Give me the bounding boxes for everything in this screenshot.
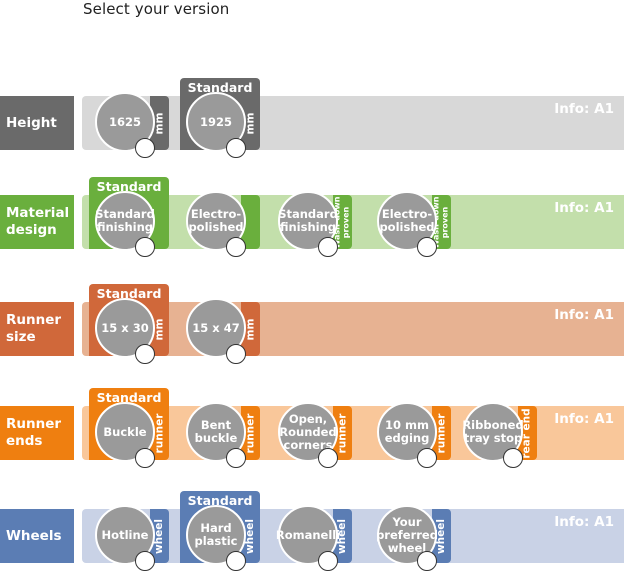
row-band — [82, 302, 624, 356]
unit-tab — [432, 509, 451, 563]
info-link[interactable]: Info: A1 — [554, 411, 614, 427]
select-radio-icon[interactable] — [318, 448, 338, 468]
select-radio-icon[interactable] — [226, 551, 246, 571]
option-disc[interactable]: 1925 — [186, 92, 246, 152]
row-label: Height — [0, 96, 74, 150]
unit-tab — [241, 406, 260, 460]
unit-tab — [241, 195, 260, 249]
option-disc[interactable]: 15 x 30 — [95, 298, 155, 358]
select-radio-icon[interactable] — [226, 448, 246, 468]
select-radio-icon[interactable] — [135, 448, 155, 468]
info-link[interactable]: Info: A1 — [554, 200, 614, 216]
standard-badge: Standard — [89, 177, 169, 197]
select-radio-icon[interactable] — [135, 138, 155, 158]
option-electro-polished[interactable]: Electro- polished — [180, 170, 260, 257]
select-radio-icon[interactable] — [417, 448, 437, 468]
unit-tab — [150, 509, 169, 563]
unit-tab — [241, 302, 260, 356]
page-title: Select your version — [83, 0, 230, 18]
select-radio-icon[interactable] — [503, 448, 523, 468]
row-label: Runner ends — [0, 406, 74, 460]
select-radio-icon[interactable] — [226, 138, 246, 158]
option-disc[interactable]: 1625 — [95, 92, 155, 152]
unit-tab — [518, 406, 537, 460]
select-radio-icon[interactable] — [135, 551, 155, 571]
select-radio-icon[interactable] — [318, 551, 338, 571]
unit-tab — [432, 406, 451, 460]
row-label: Material design — [0, 195, 74, 249]
standard-badge: Standard — [89, 388, 169, 408]
row-band — [82, 195, 624, 249]
unit-tab — [333, 509, 352, 563]
option-disc[interactable]: Bent buckle — [186, 402, 246, 462]
select-radio-icon[interactable] — [135, 344, 155, 364]
standard-badge: Standard — [180, 78, 260, 98]
info-link[interactable]: Info: A1 — [554, 514, 614, 530]
select-radio-icon[interactable] — [226, 237, 246, 257]
select-radio-icon[interactable] — [417, 551, 437, 571]
row-band — [82, 509, 624, 563]
info-link[interactable]: Info: A1 — [554, 307, 614, 323]
standard-badge: Standard — [89, 284, 169, 304]
row-label: Wheels — [0, 509, 74, 563]
unit-tab — [333, 195, 352, 249]
unit-tab — [150, 96, 169, 150]
option-disc[interactable]: Hard plastic — [186, 505, 246, 565]
standard-badge: Standard — [180, 491, 260, 511]
select-radio-icon[interactable] — [318, 237, 338, 257]
row-band — [82, 96, 624, 150]
select-radio-icon[interactable] — [417, 237, 437, 257]
select-radio-icon[interactable] — [135, 237, 155, 257]
option-disc[interactable]: 10 mm edging — [377, 402, 437, 462]
option-disc[interactable]: Standard finishing — [95, 191, 155, 251]
unit-tab — [333, 406, 352, 460]
unit-tab — [432, 195, 451, 249]
info-link[interactable]: Info: A1 — [554, 101, 614, 117]
select-radio-icon[interactable] — [226, 344, 246, 364]
row-label: Runner size — [0, 302, 74, 356]
